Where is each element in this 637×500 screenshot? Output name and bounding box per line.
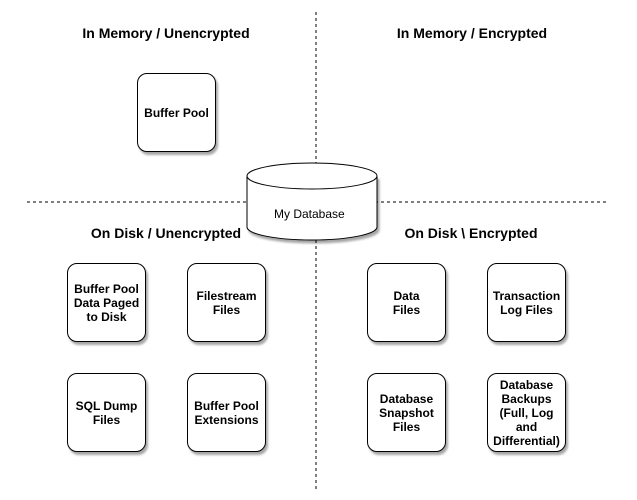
- box-buffer-pool-label: Buffer Pool: [144, 105, 209, 120]
- box-transaction-log[interactable]: Transaction Log Files: [487, 263, 566, 342]
- box-snapshot-files-label: Database Snapshot Files: [379, 391, 434, 434]
- box-buffer-pool-paged[interactable]: Buffer Pool Data Paged to Disk: [67, 263, 146, 342]
- box-snapshot-files[interactable]: Database Snapshot Files: [367, 373, 446, 452]
- title-disk-unencrypted: On Disk / Unencrypted: [90, 225, 242, 241]
- box-buffer-pool[interactable]: Buffer Pool: [137, 73, 216, 152]
- title-disk-encrypted: On Disk \ Encrypted: [404, 225, 538, 241]
- title-memory-unencrypted: In Memory / Unencrypted: [82, 25, 250, 41]
- box-buffer-pool-paged-label: Buffer Pool Data Paged to Disk: [73, 281, 140, 324]
- box-filestream-label: Filestream Files: [196, 288, 257, 317]
- box-buffer-pool-extensions[interactable]: Buffer Pool Extensions: [187, 373, 266, 452]
- box-sql-dump[interactable]: SQL Dump Files: [67, 373, 146, 452]
- box-backups[interactable]: Database Backups (Full, Log and Differen…: [487, 373, 566, 452]
- box-data-files[interactable]: Data Files: [367, 263, 446, 342]
- box-sql-dump-label: SQL Dump Files: [75, 398, 138, 427]
- box-data-files-label: Data Files: [392, 288, 421, 317]
- box-transaction-log-label: Transaction Log Files: [492, 288, 561, 317]
- box-backups-label: Database Backups (Full, Log and Differen…: [493, 377, 560, 448]
- database-label: My Database: [274, 207, 345, 221]
- database-cylinder[interactable]: [246, 162, 378, 241]
- box-filestream[interactable]: Filestream Files: [187, 263, 266, 342]
- cylinder-body: [246, 176, 378, 241]
- box-buffer-pool-extensions-label: Buffer Pool Extensions: [194, 398, 259, 427]
- title-memory-encrypted: In Memory / Encrypted: [396, 25, 548, 41]
- cylinder-top: [246, 162, 378, 190]
